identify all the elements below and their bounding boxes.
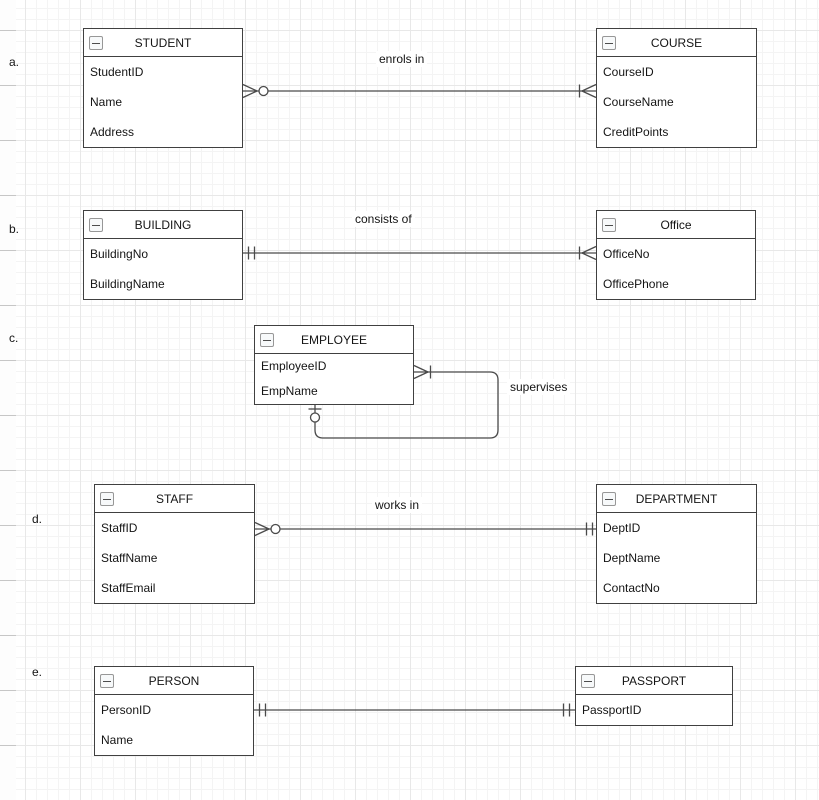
attribute-row[interactable]: DeptID	[603, 521, 641, 535]
attribute-row[interactable]: StaffName	[101, 551, 158, 565]
attribute-row[interactable]: StaffEmail	[101, 581, 156, 595]
entity-department[interactable]: DEPARTMENT DeptID DeptName ContactNo	[596, 484, 757, 604]
attribute-row[interactable]: BuildingName	[90, 277, 165, 291]
attribute-row[interactable]: StudentID	[90, 65, 144, 79]
attribute-row[interactable]: Name	[101, 733, 134, 747]
relationship-works-in[interactable]	[254, 521, 596, 537]
exactly-one-double-bar-icon	[585, 522, 594, 536]
entity-student-header[interactable]: STUDENT	[84, 29, 242, 57]
attribute-row[interactable]: OfficePhone	[603, 277, 669, 291]
minus-glyph	[605, 498, 613, 500]
collapse-icon[interactable]	[260, 333, 274, 347]
minus-glyph	[92, 42, 100, 44]
entity-passport-header[interactable]: PASSPORT	[576, 667, 732, 695]
crows-foot-many-icon	[581, 245, 597, 261]
row-label-e: e.	[32, 665, 43, 679]
relationship-consists-of[interactable]	[243, 245, 597, 261]
entity-course-header[interactable]: COURSE	[597, 29, 756, 57]
entity-passport[interactable]: PASSPORT PassportID	[575, 666, 733, 726]
attribute-row[interactable]: StaffID	[101, 521, 138, 535]
entity-title: DEPARTMENT	[635, 491, 718, 506]
minus-glyph	[103, 680, 111, 682]
collapse-icon[interactable]	[602, 218, 616, 232]
attribute-row[interactable]: PersonID	[101, 703, 152, 717]
collapse-icon[interactable]	[89, 36, 103, 50]
exactly-one-double-bar-icon	[562, 703, 571, 717]
edge-line[interactable]	[314, 371, 499, 439]
attribute-row[interactable]: DeptName	[603, 551, 661, 565]
attribute-row[interactable]: OfficeNo	[603, 247, 650, 261]
relationship-person-passport[interactable]	[254, 703, 575, 717]
minus-glyph	[584, 680, 592, 682]
zero-circle-icon	[258, 85, 269, 97]
entity-employee-header[interactable]: EMPLOYEE	[255, 326, 413, 354]
edge-label-enrols-in[interactable]: enrols in	[376, 51, 428, 67]
entity-person-header[interactable]: PERSON	[95, 667, 253, 695]
entity-employee[interactable]: EMPLOYEE EmployeeID EmpName	[254, 325, 414, 405]
collapse-icon[interactable]	[89, 218, 103, 232]
entity-title: BUILDING	[134, 217, 192, 232]
attribute-row[interactable]: Name	[90, 95, 123, 109]
row-label-c: c.	[9, 331, 19, 345]
attribute-row[interactable]: EmployeeID	[261, 359, 327, 373]
zero-circle-icon	[309, 412, 321, 423]
attribute-row[interactable]: ContactNo	[603, 581, 660, 595]
attribute-row[interactable]: CourseID	[603, 65, 654, 79]
exactly-one-double-bar-icon	[258, 703, 267, 717]
collapse-icon[interactable]	[100, 674, 114, 688]
row-label-b: b.	[9, 222, 20, 236]
relationship-enrols-in[interactable]	[242, 83, 597, 99]
crows-foot-many-icon	[242, 83, 258, 99]
entity-title: STAFF	[155, 491, 194, 506]
collapse-icon[interactable]	[581, 674, 595, 688]
row-label-d: d.	[32, 512, 43, 526]
minus-glyph	[605, 224, 613, 226]
attribute-row[interactable]: CourseName	[603, 95, 674, 109]
entity-building[interactable]: BUILDING BuildingNo BuildingName	[83, 210, 243, 300]
entity-staff[interactable]: STAFF StaffID StaffName StaffEmail	[94, 484, 255, 604]
entity-building-header[interactable]: BUILDING	[84, 211, 242, 239]
crows-foot-many-icon	[254, 521, 270, 537]
crows-foot-many-icon	[581, 83, 597, 99]
relationship-supervises[interactable]	[308, 364, 499, 439]
entity-office[interactable]: Office OfficeNo OfficePhone	[596, 210, 756, 300]
entity-student[interactable]: STUDENT StudentID Name Address	[83, 28, 243, 148]
collapse-icon[interactable]	[100, 492, 114, 506]
minus-glyph	[605, 42, 613, 44]
entity-course[interactable]: COURSE CourseID CourseName CreditPoints	[596, 28, 757, 148]
minus-glyph	[263, 339, 271, 341]
row-label-a: a.	[9, 55, 20, 69]
attribute-row[interactable]: CreditPoints	[603, 125, 669, 139]
crows-foot-many-icon	[413, 364, 429, 380]
minus-glyph	[103, 498, 111, 500]
attribute-row[interactable]: PassportID	[582, 703, 642, 717]
exactly-one-double-bar-icon	[247, 246, 256, 260]
attribute-row[interactable]: BuildingNo	[90, 247, 149, 261]
entity-person[interactable]: PERSON PersonID Name	[94, 666, 254, 756]
entity-staff-header[interactable]: STAFF	[95, 485, 254, 513]
edge-label-works-in[interactable]: works in	[372, 497, 423, 513]
entity-department-header[interactable]: DEPARTMENT	[597, 485, 756, 513]
edge-label-supervises[interactable]: supervises	[507, 379, 571, 395]
collapse-icon[interactable]	[602, 36, 616, 50]
edge-label-consists-of[interactable]: consists of	[352, 211, 415, 227]
entity-title: PERSON	[148, 673, 200, 688]
entity-office-header[interactable]: Office	[597, 211, 755, 239]
minus-glyph	[92, 224, 100, 226]
entity-title: STUDENT	[134, 35, 192, 50]
entity-title: PASSPORT	[621, 673, 687, 688]
attribute-row[interactable]: Address	[90, 125, 135, 139]
entity-title: EMPLOYEE	[300, 332, 368, 347]
canvas-left-edge	[0, 0, 16, 800]
entity-title: Office	[660, 217, 692, 232]
entity-title: COURSE	[650, 35, 703, 50]
attribute-row[interactable]: EmpName	[261, 384, 318, 398]
zero-circle-icon	[270, 523, 281, 535]
collapse-icon[interactable]	[602, 492, 616, 506]
